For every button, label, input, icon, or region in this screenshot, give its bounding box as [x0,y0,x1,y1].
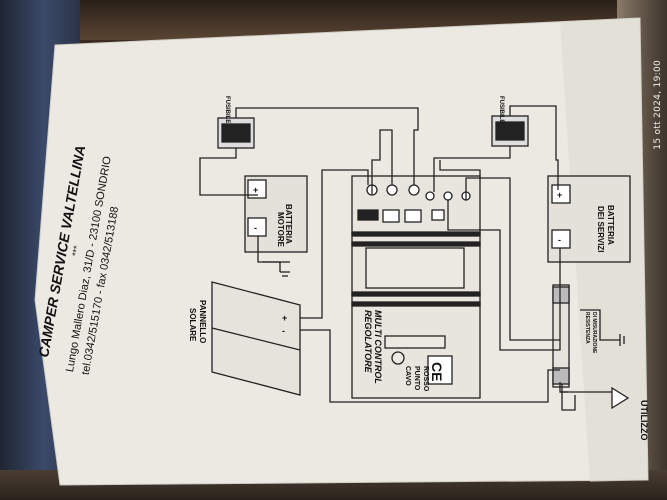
solar-panel-label-2: SOLARE [188,308,197,342]
company-stars: *** [70,244,82,257]
solar-panel-label-1: PANNELLO [198,300,207,343]
battery-services-label-1: BATTERIA [606,205,615,245]
fuse-left-label: FUSIBILE [224,96,230,123]
regulator-label-2: MULTI CONTROL [373,310,383,384]
ground-icon [280,271,625,346]
red-wire-label-2: PUNTO [413,366,420,391]
fuse-right-label: FUSIBILE [498,96,504,123]
regulator-label-1: REGOLATORE [363,310,373,374]
terminal-minus-services: - [558,235,561,245]
shunt-label-2: DI MISURAZIONE [591,312,597,354]
red-wire-label-1: CAVO [404,366,411,386]
terminal-plus-motor: + [253,185,258,195]
photo-timestamp: 15 ott 2024, 19:00 [653,60,663,150]
shunt-resistor [552,284,570,388]
battery-services-label-2: DEI SERVIZI [596,206,605,253]
terminal-plus-services: + [557,190,562,200]
battery-motor-label-2: MOTORE [276,212,285,248]
output-arrow-icon [611,386,630,410]
battery-motor-label-1: BATTERIA [284,204,293,244]
red-wire-label-3: ROSSO [422,366,429,392]
output-label: UTILIZZO [639,400,649,441]
terminal-minus-panel: - [282,326,285,336]
ce-mark: CE [429,362,445,381]
terminal-minus-motor: - [254,223,257,233]
terminal-plus-panel: + [282,313,287,323]
shunt-label-1: RESISTENZA [584,312,590,344]
